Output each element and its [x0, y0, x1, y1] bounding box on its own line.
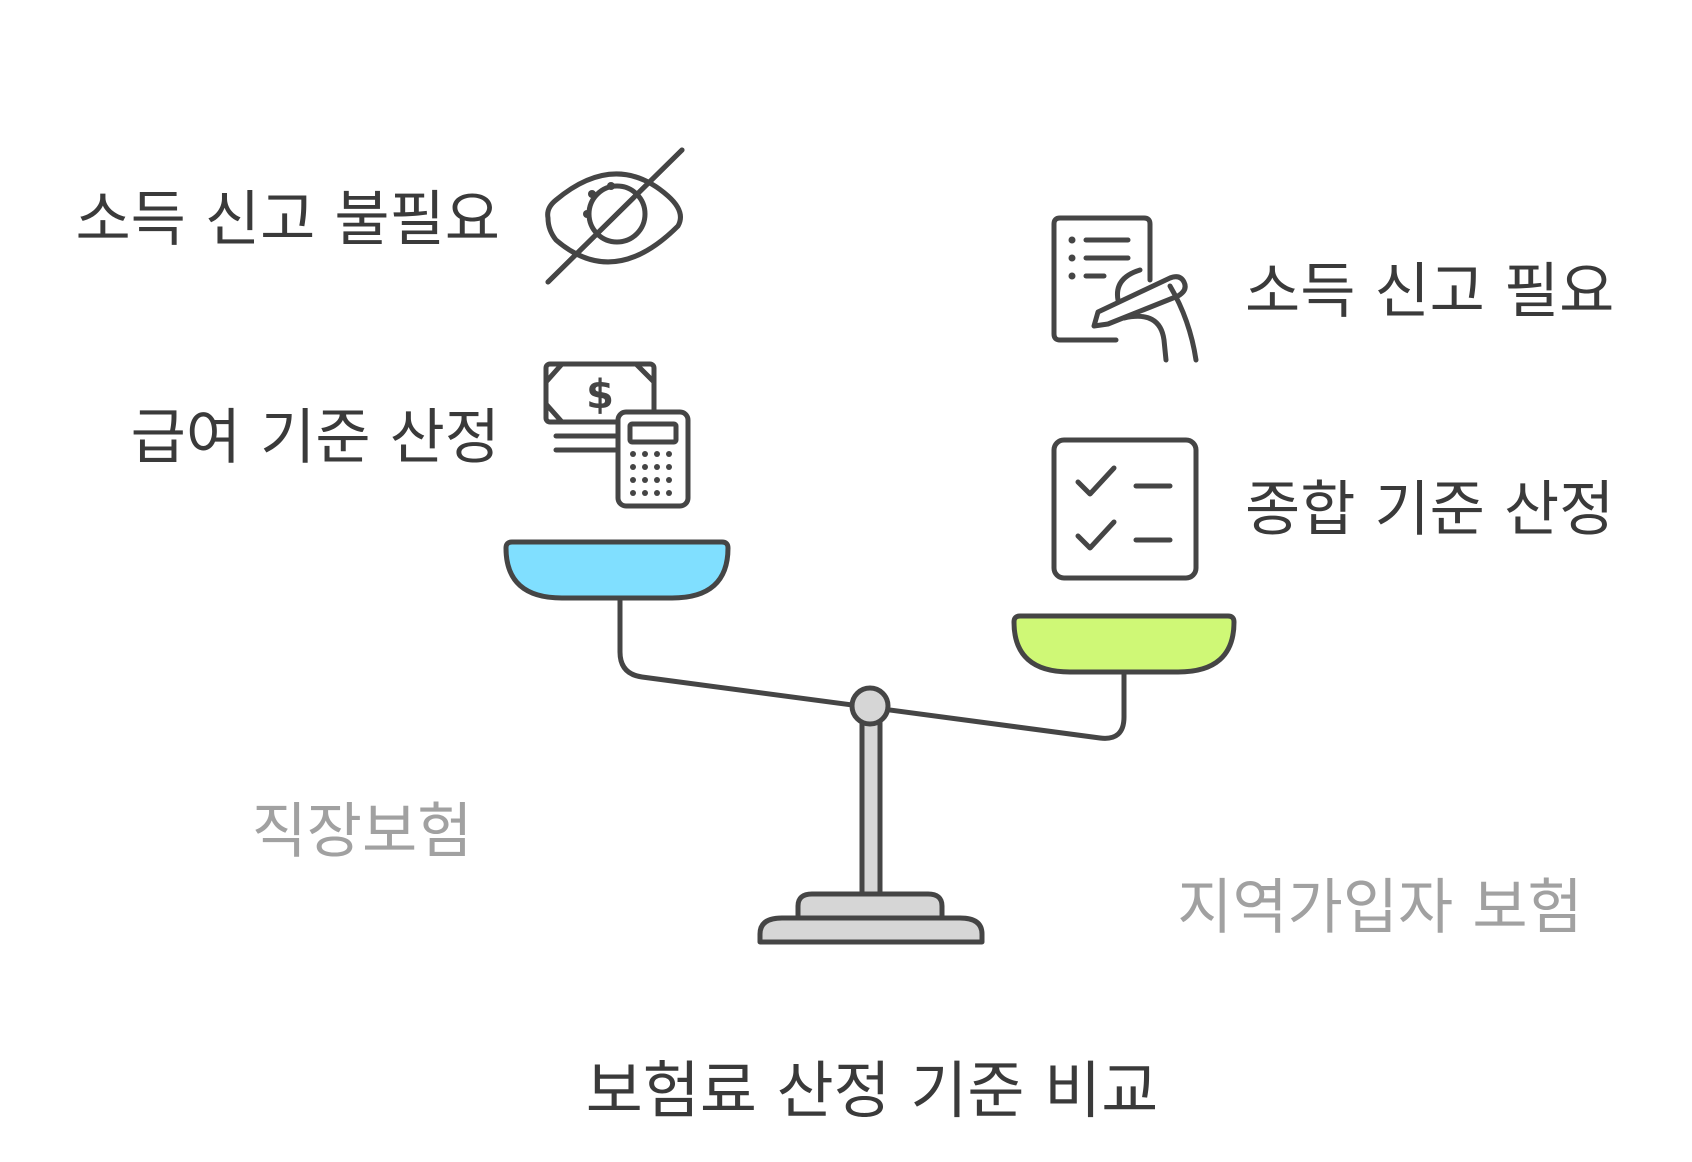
right-item-label-2: 종합 기준 산정 — [1245, 475, 1614, 545]
checklist-icon — [1054, 440, 1196, 578]
scale-pivot — [852, 688, 888, 724]
document-signing-icon — [1054, 218, 1196, 360]
eye-off-icon — [548, 150, 682, 282]
left-pan — [506, 542, 728, 598]
balance-scale — [506, 542, 1234, 942]
scale-base-upper — [798, 894, 942, 918]
left-category-label: 직장보험 — [252, 797, 473, 867]
left-item-label-2: 급여 기준 산정 — [131, 403, 500, 473]
right-category-label: 지역가입자 보험 — [1177, 873, 1582, 943]
diagram-title: 보험료 산정 기준 비교 — [586, 1054, 1158, 1127]
scale-base-lower — [760, 918, 982, 942]
right-pan — [1014, 616, 1234, 672]
scale-pillar — [862, 712, 880, 896]
right-item-label-1: 소득 신고 필요 — [1245, 257, 1614, 327]
left-item-label-1: 소득 신고 불필요 — [75, 185, 500, 255]
salary-calculator-icon: $ — [546, 364, 688, 506]
svg-text:$: $ — [586, 372, 614, 418]
